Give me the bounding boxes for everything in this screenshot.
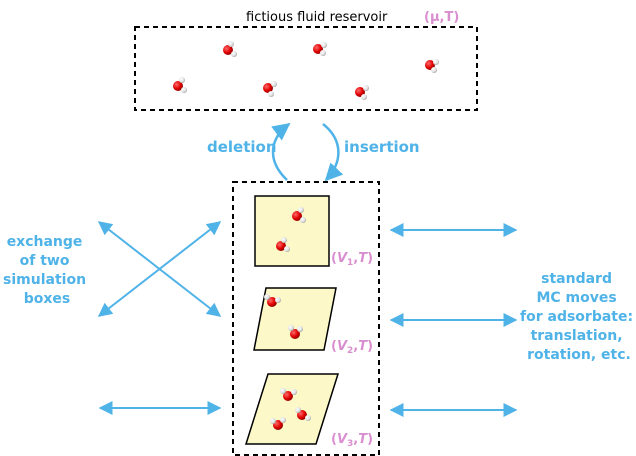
water-molecule-icon [313,42,327,56]
deletion-arrow [271,122,291,181]
exchange-label: exchange of two simulation boxes [3,234,91,307]
water-molecule-icon [263,81,277,97]
simulation-box-1: (V1,T) [254,195,373,268]
mc-move-arrows [389,223,518,417]
water-molecule-icon [295,407,311,421]
reservoir-molecules [173,41,439,100]
reservoir-title: fictious fluid reservoir [246,10,388,25]
simulation-box-3: (V3,T) [244,373,373,449]
insertion-label: insertion [344,138,420,156]
water-molecule-icon [264,294,281,307]
box-1-shape [254,195,330,267]
water-molecule-icon [280,388,297,401]
reservoir-exchange: deletion insertion [207,122,420,182]
simulation-box-2: (V2,T) [253,287,373,356]
water-molecule-icon [425,59,439,73]
water-molecule-icon [173,77,187,93]
deletion-label: deletion [207,138,277,156]
box-3-condition: (V3,T) [331,432,373,449]
water-molecule-icon [223,41,237,57]
box-1-condition: (V1,T) [331,251,373,268]
simulation-container [232,181,380,456]
box-3-shape [244,373,340,445]
water-molecule-icon [288,325,303,339]
box-2-condition: (V2,T) [331,339,373,356]
water-molecule-icon [276,237,290,252]
box-exchange-arrows [97,221,222,415]
fluid-reservoir: fictious fluid reservoir (μ,T) [134,10,478,111]
cross-arrow-up [97,221,222,317]
water-molecule-icon [270,417,286,430]
insertion-arrow [322,123,344,182]
water-molecule-icon [355,85,369,100]
water-molecule-icon [292,207,306,223]
mc-moves-label: standard MC moves for adsorbate: transla… [520,271,636,363]
reservoir-condition: (μ,T) [424,10,459,25]
reservoir-box [134,26,478,111]
